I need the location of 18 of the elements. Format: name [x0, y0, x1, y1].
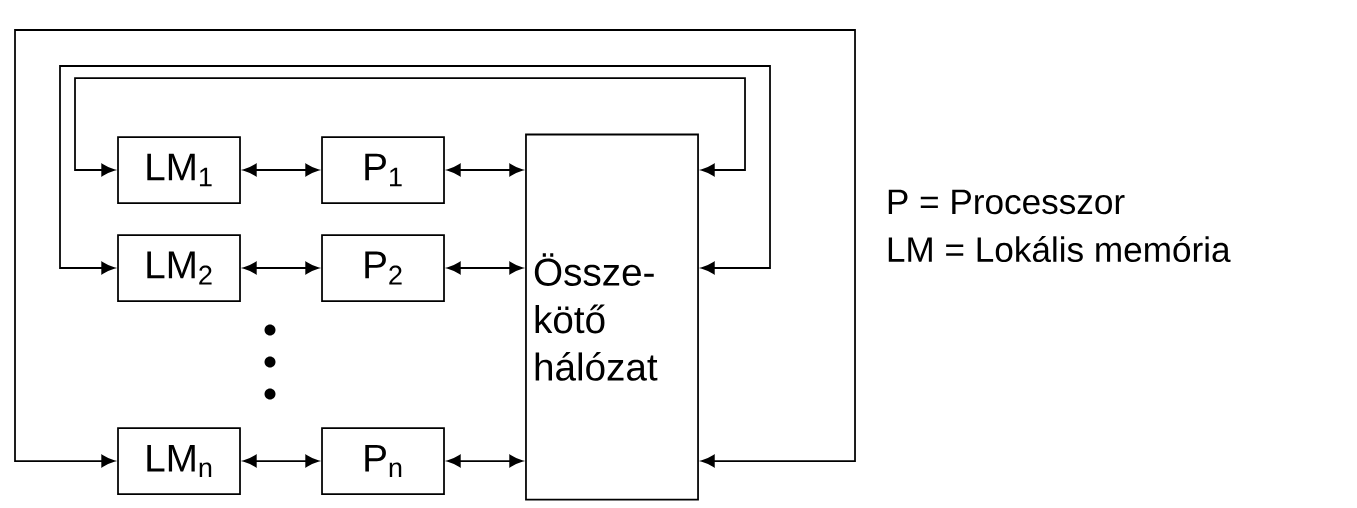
arrow [14, 29, 856, 468]
arrow [447, 163, 523, 177]
memory-box: LM$_{n}$ [117, 427, 241, 495]
arrow [243, 163, 319, 177]
legend-text: LM = Lokális memória [888, 235, 1231, 263]
processor-box: P$_{1}$ [321, 136, 445, 204]
arrow [243, 454, 319, 468]
legend-text: P = Processzor [888, 189, 1125, 215]
arrow [59, 65, 771, 275]
network-box: Össze-kötő hálózat [525, 133, 699, 501]
arrow [74, 77, 746, 177]
processor-box: P$_{n}$ [321, 427, 445, 495]
memory-box: LM$_{2}$ [117, 234, 241, 302]
arrow [447, 454, 523, 468]
arrow [243, 261, 319, 275]
memory-box: LM$_{1}$ [117, 136, 241, 204]
processor-box: P$_{2}$ [321, 234, 445, 302]
arrow [447, 261, 523, 275]
